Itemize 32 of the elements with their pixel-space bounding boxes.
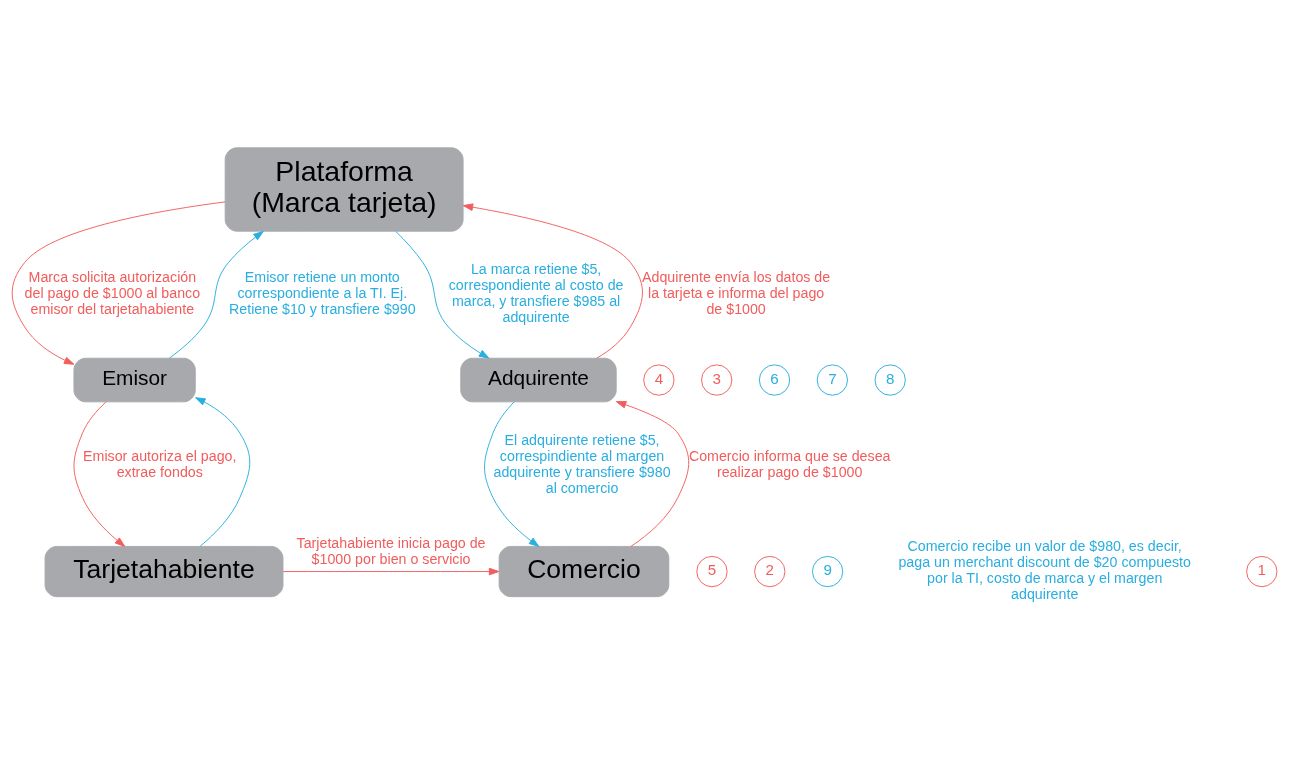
edge-label: La marca retiene $5, correspondiente al costo de marca, y transfiere $985 al adquirente [448, 260, 624, 325]
edge-label: Emisor retiene un monto correspondiente a la TI. Ej. Retiene $10 y transfiere $990 [229, 268, 416, 317]
arrow [11, 200, 226, 365]
arrow [395, 230, 490, 359]
arrow [282, 567, 500, 575]
edge-label: El adquirente retiene $5, correspindiente al margen adquirente y transfiere $980 al comercio [493, 431, 671, 496]
arrow [73, 401, 126, 547]
node-box: Plataforma (Marca tarjeta) [224, 146, 464, 232]
arrow [462, 202, 643, 359]
label: 5 [707, 560, 717, 578]
node-box: Adquirente [460, 357, 617, 402]
label: 7 [828, 369, 837, 387]
label: 3 [712, 369, 721, 387]
arrow [168, 230, 264, 359]
edge-label: Adquirente envía los datos de la tarjeta e informa del pago de $1000 [642, 268, 831, 317]
label: 2 [765, 560, 774, 578]
edge-label: Tarjetahabiente inicia pago de $1000 por bien o servicio [296, 534, 486, 567]
edge-label: Comercio informa que se desea realizar pago de $1000 [688, 447, 891, 480]
label: 6 [770, 369, 779, 387]
node-box: Emisor [73, 357, 196, 402]
label: 8 [885, 369, 895, 387]
label: Comercio recibe un valor de $980, es decir, paga un merchant discount de $20 compuesto por la TI, costo de marca y el margen adquirente [898, 537, 1191, 602]
arrow [195, 396, 251, 547]
edge-label: Marca solicita autorización del pago de $1000 al banco emisor del tarjetahabiente [24, 268, 201, 317]
label: 1 [1257, 560, 1267, 578]
arrow [615, 400, 690, 547]
edge-label: Emisor autoriza el pago, extrae fondos [83, 447, 237, 480]
arrow [484, 400, 540, 547]
node-box: Tarjetahabiente [44, 545, 284, 597]
node-box: Comercio [498, 545, 670, 597]
label: 4 [654, 369, 664, 387]
label: 9 [823, 560, 832, 578]
